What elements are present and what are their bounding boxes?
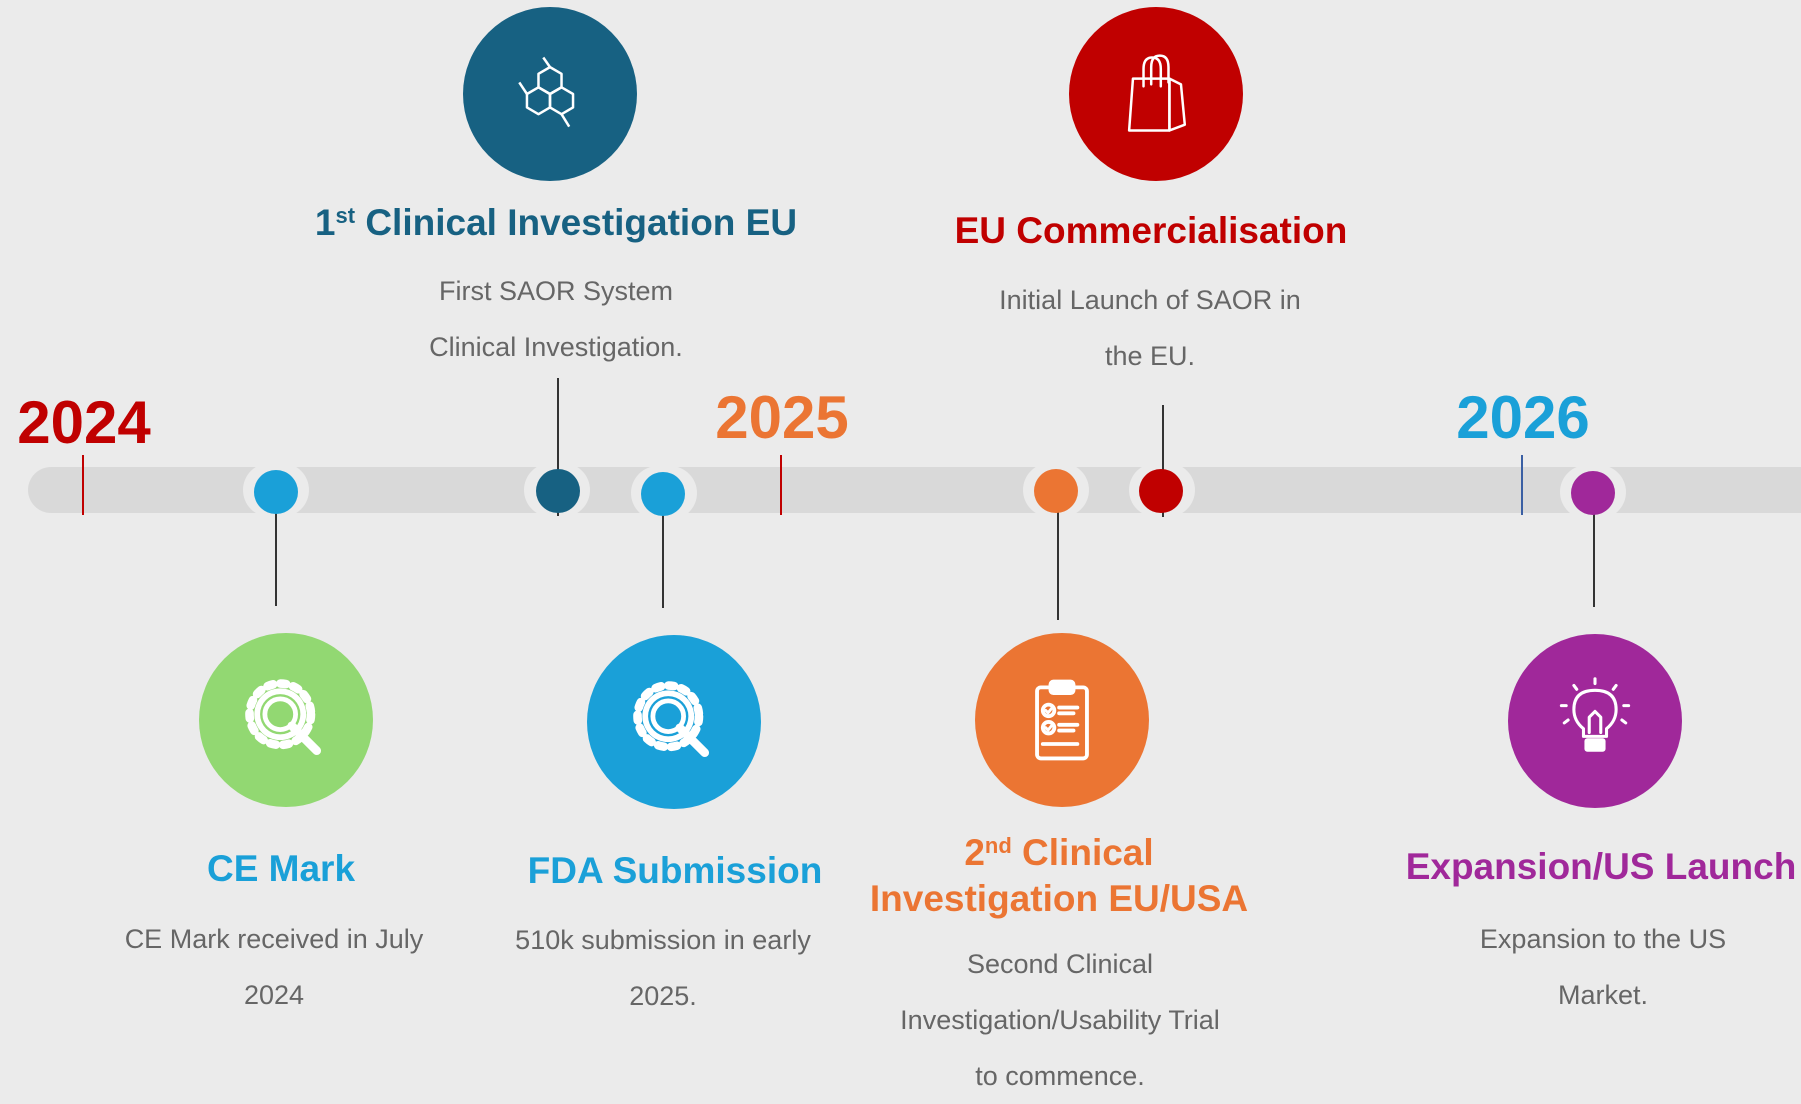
connector-line bbox=[275, 492, 277, 606]
milestone-title-ce-mark: CE Mark bbox=[206, 848, 356, 889]
year-label-2026: 2026 bbox=[1456, 384, 1590, 451]
timeline-dot-expansion bbox=[1571, 471, 1615, 515]
timeline-track bbox=[28, 467, 1801, 513]
connector-line bbox=[1057, 492, 1059, 620]
shopping-bag-icon bbox=[1069, 7, 1243, 181]
lightbulb-icon bbox=[1508, 634, 1682, 808]
milestone-desc-ce-mark: CE Mark received in July 2024 bbox=[124, 924, 424, 1010]
timeline-dot-fda bbox=[641, 472, 685, 516]
timeline-dot-clinical-eu-usa bbox=[1034, 469, 1078, 513]
milestone-title-clinical-eu-usa: 2nd Clinical Investigation EU/USA bbox=[869, 832, 1249, 920]
year-tick-2024 bbox=[82, 455, 84, 515]
milestone-desc-fda: 510k submission in early 2025. bbox=[515, 925, 811, 1011]
connector-line bbox=[1593, 493, 1595, 607]
milestone-title-clinical-eu: 1st Clinical Investigation EU bbox=[314, 202, 798, 243]
timeline-dot-clinical-eu bbox=[536, 469, 580, 513]
year-tick-2026 bbox=[1521, 455, 1523, 515]
hexagon-molecule-icon bbox=[463, 7, 637, 181]
year-label-2024: 2024 bbox=[17, 389, 151, 456]
milestone-desc-clinical-eu: First SAOR System Clinical Investigation… bbox=[429, 276, 683, 362]
connector-line bbox=[1162, 405, 1164, 517]
timeline-dot-eu-commercialisation bbox=[1139, 469, 1183, 513]
milestone-desc-clinical-eu-usa: Second Clinical Investigation/Usability … bbox=[900, 949, 1220, 1091]
connector-line bbox=[557, 378, 559, 516]
timeline-dot-ce-mark bbox=[254, 470, 298, 514]
milestone-title-fda: FDA Submission bbox=[527, 850, 823, 891]
milestone-desc-eu-commercialisation: Initial Launch of SAOR in the EU. bbox=[999, 285, 1301, 371]
year-tick-2025 bbox=[780, 455, 782, 515]
gear-magnifier-icon bbox=[199, 633, 373, 807]
year-label-2025: 2025 bbox=[715, 384, 849, 451]
gear-magnifier-icon bbox=[587, 635, 761, 809]
milestone-title-eu-commercialisation: EU Commercialisation bbox=[954, 210, 1348, 251]
connector-line bbox=[662, 494, 664, 608]
milestone-desc-expansion: Expansion to the US Market. bbox=[1479, 924, 1727, 1010]
milestone-title-expansion: Expansion/US Launch bbox=[1405, 846, 1797, 887]
clipboard-checklist-icon bbox=[975, 633, 1149, 807]
